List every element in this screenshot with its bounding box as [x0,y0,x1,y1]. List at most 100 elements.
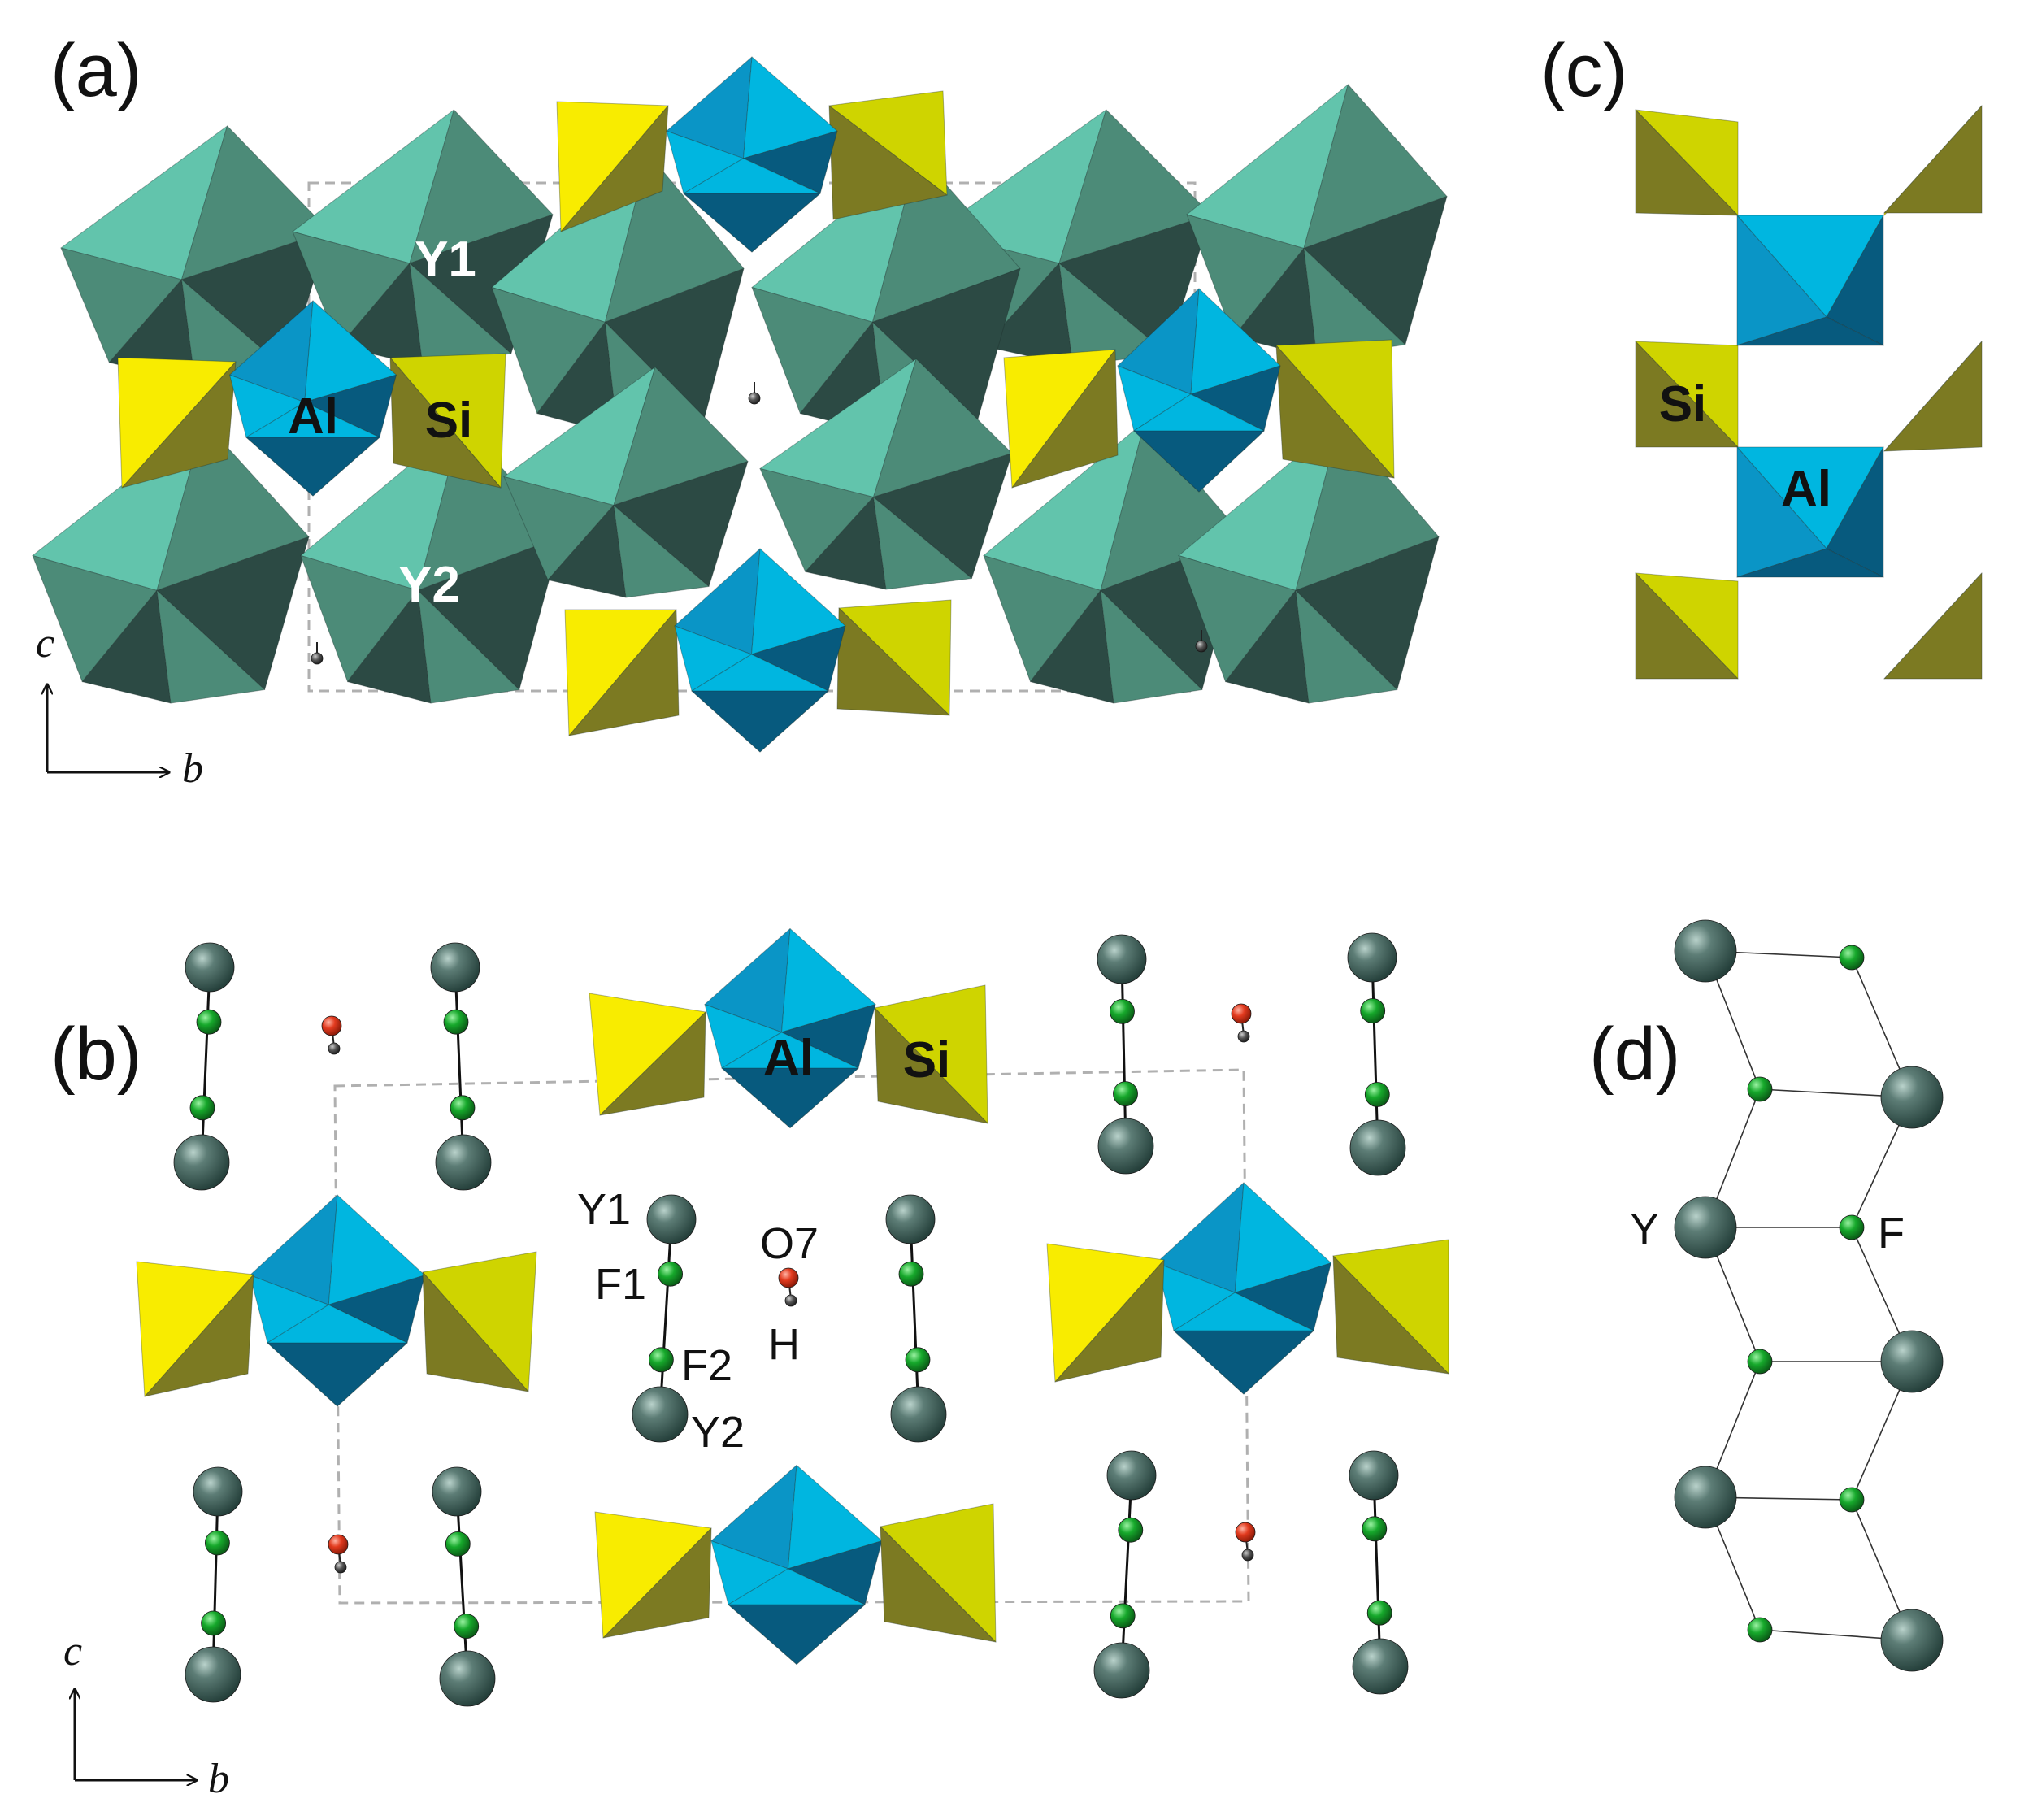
f-atom [1839,1214,1865,1240]
y-atom [1880,1609,1944,1672]
f-atom [1360,998,1386,1023]
al-face-dark [683,193,821,253]
y-atom [632,1386,689,1443]
f-atom [450,1095,476,1121]
si-face-dark [599,1011,706,1116]
y-f-bond [1120,958,1127,1147]
y-polyhedron [1178,421,1440,704]
y-face-mid [417,589,520,704]
si-tetrahedron [1635,109,1739,216]
o-atom [1231,1003,1252,1024]
panel-a-polyhedra [32,56,1448,753]
f-atom [649,1347,674,1373]
y-atom [185,942,235,993]
y-f-bond [1371,957,1379,1149]
al-face-dark [781,1004,876,1069]
al-face-dark [1173,1330,1314,1395]
si-face-dark [1883,341,1983,452]
si-face-dark [568,609,680,736]
f-atom [1362,1516,1388,1542]
y-f-bond [200,966,211,1163]
y-atom [890,1386,947,1443]
h-atom [1237,1030,1250,1043]
si-tetrahedron [1275,339,1395,479]
si-tetrahedron [1003,349,1119,489]
f-atom [189,1095,215,1121]
label-y: Y [1630,1205,1659,1253]
panel-c-label: (c) [1540,29,1627,112]
y-atom [435,1134,492,1191]
al-face-dark [691,690,829,753]
si-face-dark [1883,572,1983,680]
panel-c-polyhedra [1635,105,1983,680]
f-atom [1364,1082,1390,1107]
si-face-dark [1011,349,1119,489]
si-tetrahedron [564,609,680,736]
panel-b-atoms [173,932,1409,1707]
f-atom [1839,945,1865,971]
label-o7: O7 [760,1219,819,1268]
y-f-bond [454,966,465,1163]
panel-b-polyhedra [136,928,1449,1665]
f-atom [1110,1603,1136,1629]
axes-b: c b [63,1628,229,1802]
y-atom [1097,1118,1154,1175]
si-tetrahedron [1883,341,1983,452]
si-face-dark [602,1527,712,1639]
si-face-dark [880,1526,997,1643]
label-al: Al [763,1030,814,1086]
si-tetrahedron [117,357,237,489]
label-f: F [1878,1209,1905,1257]
y-atom [646,1194,697,1244]
si-tetrahedron [594,1511,712,1639]
y-atom [1674,1466,1737,1529]
f-atom [196,1009,222,1035]
al-face-dark [267,1342,408,1407]
f-atom [1113,1081,1138,1106]
y-face-light [1186,84,1349,250]
y-face-mid [1100,589,1203,704]
si-face-dark [1635,109,1739,216]
al-octahedron [1736,215,1884,346]
si-face-dark [836,607,950,716]
y-face-mid [751,287,873,415]
f-atom [443,1009,469,1035]
label-si: Si [903,1032,951,1088]
si-face-dark [1275,345,1395,479]
al-face-light [666,130,744,194]
y-f-bond [1120,1475,1133,1671]
si-tetrahedron [1635,572,1739,680]
panel-b: (b) Al Si Y1 F1 F2 Y2 O7 H c b [50,928,1449,1802]
y-f-bond [658,1218,673,1415]
y-f-bond [455,1491,469,1679]
si-face-dark [422,1271,529,1392]
f-atom [1366,1600,1392,1626]
al-face-light [710,1540,788,1605]
al-face-dark [788,1540,883,1605]
axis-c-label: c [36,620,54,667]
h-atom [1241,1549,1254,1562]
al-face-dark [1736,316,1884,346]
y-atom [193,1466,243,1517]
panel-c: (c) Si Al [1540,29,1983,680]
y-atom [185,1646,241,1703]
f-atom [1839,1487,1865,1513]
y-atom [430,942,480,993]
h-atom [334,1561,347,1574]
panel-d-label: (d) [1589,1013,1680,1096]
si-tetrahedron [1883,572,1983,680]
al-octahedron [666,56,838,253]
f-atom [204,1530,230,1556]
y-atom [432,1466,482,1517]
y-atom [1097,934,1147,984]
o-atom [1235,1522,1256,1543]
axis-b-label: b [208,1756,229,1802]
si-face-dark [1635,341,1739,448]
label-f2: F2 [681,1341,732,1390]
y-face-mid [292,231,411,347]
axes-a: c b [36,620,203,792]
si-tetrahedron [1046,1243,1165,1383]
h-atom [328,1042,341,1055]
y-atom [1347,932,1397,983]
f-atom [905,1347,931,1373]
